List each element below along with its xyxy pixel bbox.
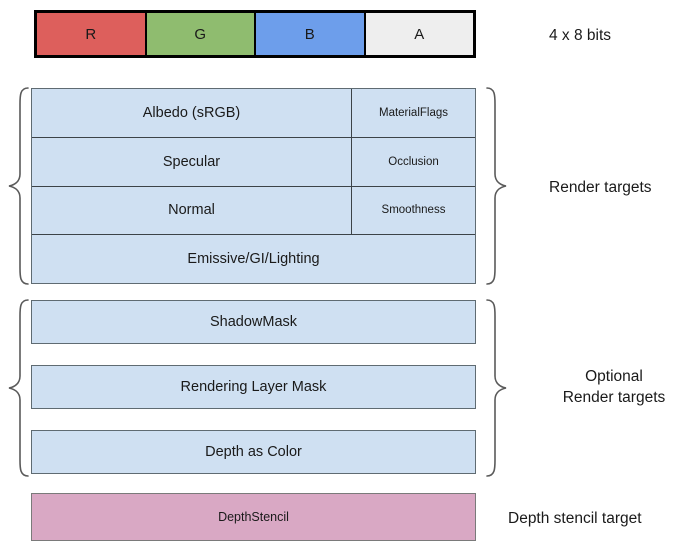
render-target-row: Normal Smoothness — [32, 186, 475, 236]
render-target-main-label: Albedo (sRGB) — [142, 104, 241, 121]
optional-render-targets-side-label-line1: Optional — [585, 368, 643, 385]
channel-cell-b: B — [256, 13, 366, 55]
channel-cell-a: A — [365, 13, 473, 55]
right-brace-render-targets — [483, 86, 509, 286]
channel-cell-r: R — [37, 13, 147, 55]
left-brace-optional-render-targets — [6, 298, 32, 478]
render-target-main-label: Emissive/GI/Lighting — [187, 251, 320, 268]
optional-render-target-box: Depth as Color — [31, 430, 476, 474]
render-target-main-cell: Albedo (sRGB) — [32, 89, 352, 137]
render-target-table: Albedo (sRGB) MaterialFlags Specular Occ… — [31, 88, 476, 284]
optional-render-target-box: ShadowMask — [31, 300, 476, 344]
render-target-main-label: Specular — [162, 153, 221, 170]
channel-label-r: R — [85, 25, 97, 43]
render-targets-side-label: Render targets — [549, 179, 652, 196]
optional-render-target-box: Rendering Layer Mask — [31, 365, 476, 409]
depth-stencil-box-label: DepthStencil — [218, 510, 289, 524]
render-target-main-label: Normal — [168, 202, 215, 219]
optional-render-targets-side-label: Optional Render targets — [549, 366, 679, 408]
depth-stencil-side-label: Depth stencil target — [508, 510, 642, 527]
channel-bar-side-label: 4 x 8 bits — [549, 27, 612, 44]
render-target-alpha-label: MaterialFlags — [378, 106, 449, 119]
render-target-main-cell: Specular — [32, 137, 352, 186]
render-target-alpha-label: Smoothness — [381, 204, 446, 217]
optional-render-target-label: Depth as Color — [205, 444, 302, 460]
render-target-alpha-cell: Occlusion — [352, 138, 475, 186]
channel-label-g: G — [194, 25, 207, 43]
render-target-alpha-label: Occlusion — [388, 155, 439, 168]
optional-render-target-label: ShadowMask — [209, 314, 298, 330]
render-target-row: Albedo (sRGB) MaterialFlags — [32, 89, 475, 138]
rgba-channel-bar: R G B A — [34, 10, 476, 58]
render-target-main-cell: Emissive/GI/Lighting — [32, 235, 475, 283]
render-target-alpha-cell: Smoothness — [352, 187, 475, 235]
left-brace-render-targets — [6, 86, 32, 286]
right-brace-optional-render-targets — [483, 298, 509, 478]
render-target-row: Specular Occlusion — [32, 137, 475, 187]
channel-cell-g: G — [146, 13, 256, 55]
render-target-alpha-cell: MaterialFlags — [352, 89, 475, 137]
optional-render-targets-side-label-line2: Render targets — [562, 389, 666, 406]
channel-label-b: B — [304, 25, 315, 43]
channel-label-a: A — [414, 25, 425, 43]
depth-stencil-box: DepthStencil — [31, 493, 476, 541]
render-target-row: Emissive/GI/Lighting — [32, 235, 475, 283]
optional-render-target-label: Rendering Layer Mask — [180, 379, 327, 395]
render-target-main-cell: Normal — [32, 186, 352, 235]
